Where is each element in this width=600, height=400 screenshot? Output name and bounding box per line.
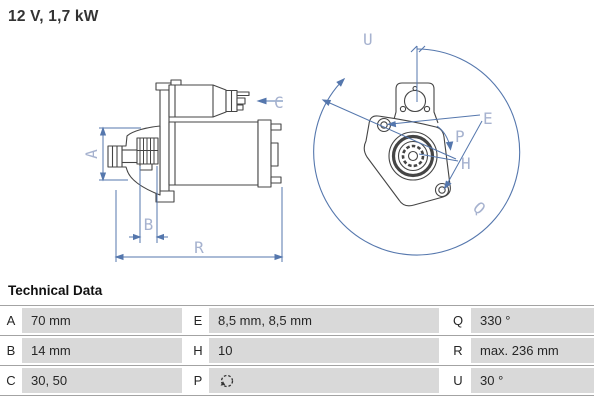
table-title: Technical Data bbox=[8, 283, 103, 298]
dim-label-r: R bbox=[194, 238, 204, 257]
table-rule bbox=[0, 395, 594, 396]
voltage-power-title: 12 V, 1,7 kW bbox=[8, 8, 99, 25]
terminal-block bbox=[236, 104, 244, 111]
row-letter: H bbox=[187, 338, 209, 363]
orientation-circle-arc bbox=[313, 48, 521, 256]
row-letter: P bbox=[187, 368, 209, 393]
row-letter: E bbox=[187, 308, 209, 333]
row-value: 30 ° bbox=[471, 368, 594, 393]
side-view bbox=[107, 79, 282, 203]
motor-end-cap bbox=[257, 119, 272, 188]
row-letter: R bbox=[445, 338, 471, 363]
row-letter: A bbox=[0, 308, 22, 333]
flange-plate bbox=[159, 89, 170, 192]
row-letter: U bbox=[445, 368, 471, 393]
motor-body bbox=[168, 121, 259, 186]
table-rule bbox=[0, 305, 594, 306]
dim-label-p: P bbox=[455, 127, 465, 146]
dim-label-e: E bbox=[483, 109, 493, 128]
technical-data-section: Technical Data A 70 mm E 8,5 mm, 8,5 mm … bbox=[0, 281, 594, 398]
table-rule bbox=[0, 365, 594, 366]
bracket-hole-left bbox=[399, 105, 407, 113]
row-value: 14 mm bbox=[22, 338, 182, 363]
end-tab-top bbox=[270, 123, 282, 131]
pinion-shaft-step bbox=[139, 163, 153, 171]
row-letter: Q bbox=[445, 308, 471, 333]
dim-label-a: A bbox=[82, 149, 101, 159]
front-view: U E P H Q bbox=[313, 30, 521, 256]
row-value: 70 mm bbox=[22, 308, 182, 333]
side-view-dimensions bbox=[99, 97, 284, 262]
bracket-pin-hole bbox=[412, 85, 418, 92]
dim-label-h: H bbox=[461, 154, 471, 173]
e-pointer-line-upper bbox=[390, 114, 481, 125]
dim-label-c: C bbox=[274, 93, 284, 112]
shaft-cap bbox=[107, 145, 123, 168]
end-boss bbox=[270, 142, 279, 167]
pinion-teeth-circle bbox=[401, 144, 425, 168]
dim-label-b: B bbox=[144, 215, 154, 234]
technical-drawing: A B R C bbox=[82, 30, 521, 262]
row-value: 8,5 mm, 8,5 mm bbox=[209, 308, 439, 333]
bracket-hole-right bbox=[423, 105, 431, 113]
row-value: 330 ° bbox=[471, 308, 594, 333]
solenoid-body bbox=[168, 84, 227, 118]
terminal-50 bbox=[236, 97, 246, 105]
dim-label-q: Q bbox=[469, 198, 489, 219]
row-value: 30, 50 bbox=[22, 368, 182, 393]
bracket-bore bbox=[403, 89, 427, 113]
row-value-with-icon bbox=[209, 368, 439, 393]
row-letter: B bbox=[0, 338, 22, 363]
shaft-center-hole bbox=[407, 150, 419, 162]
angle-reference-line bbox=[322, 99, 457, 160]
row-value: 10 bbox=[209, 338, 439, 363]
table-rule bbox=[0, 335, 594, 336]
side-view-dimension-labels: A B R C bbox=[82, 93, 284, 257]
table-row: B 14 mm H 10 R max. 236 mm bbox=[0, 338, 594, 363]
h-pointer-line bbox=[418, 153, 459, 162]
flange-plate-bottom-foot bbox=[155, 190, 175, 203]
table-row: A 70 mm E 8,5 mm, 8,5 mm Q 330 ° bbox=[0, 308, 594, 333]
table-row: C 30, 50 P U 30 ° bbox=[0, 368, 594, 393]
row-value: max. 236 mm bbox=[471, 338, 594, 363]
solenoid-bump bbox=[170, 79, 182, 86]
row-letter: C bbox=[0, 368, 22, 393]
e-pointer-line-lower bbox=[445, 120, 483, 187]
dim-label-u: U bbox=[363, 30, 373, 49]
end-tab-bottom bbox=[270, 176, 282, 184]
terminal-30 bbox=[236, 91, 250, 97]
rotation-direction-icon bbox=[220, 374, 234, 387]
